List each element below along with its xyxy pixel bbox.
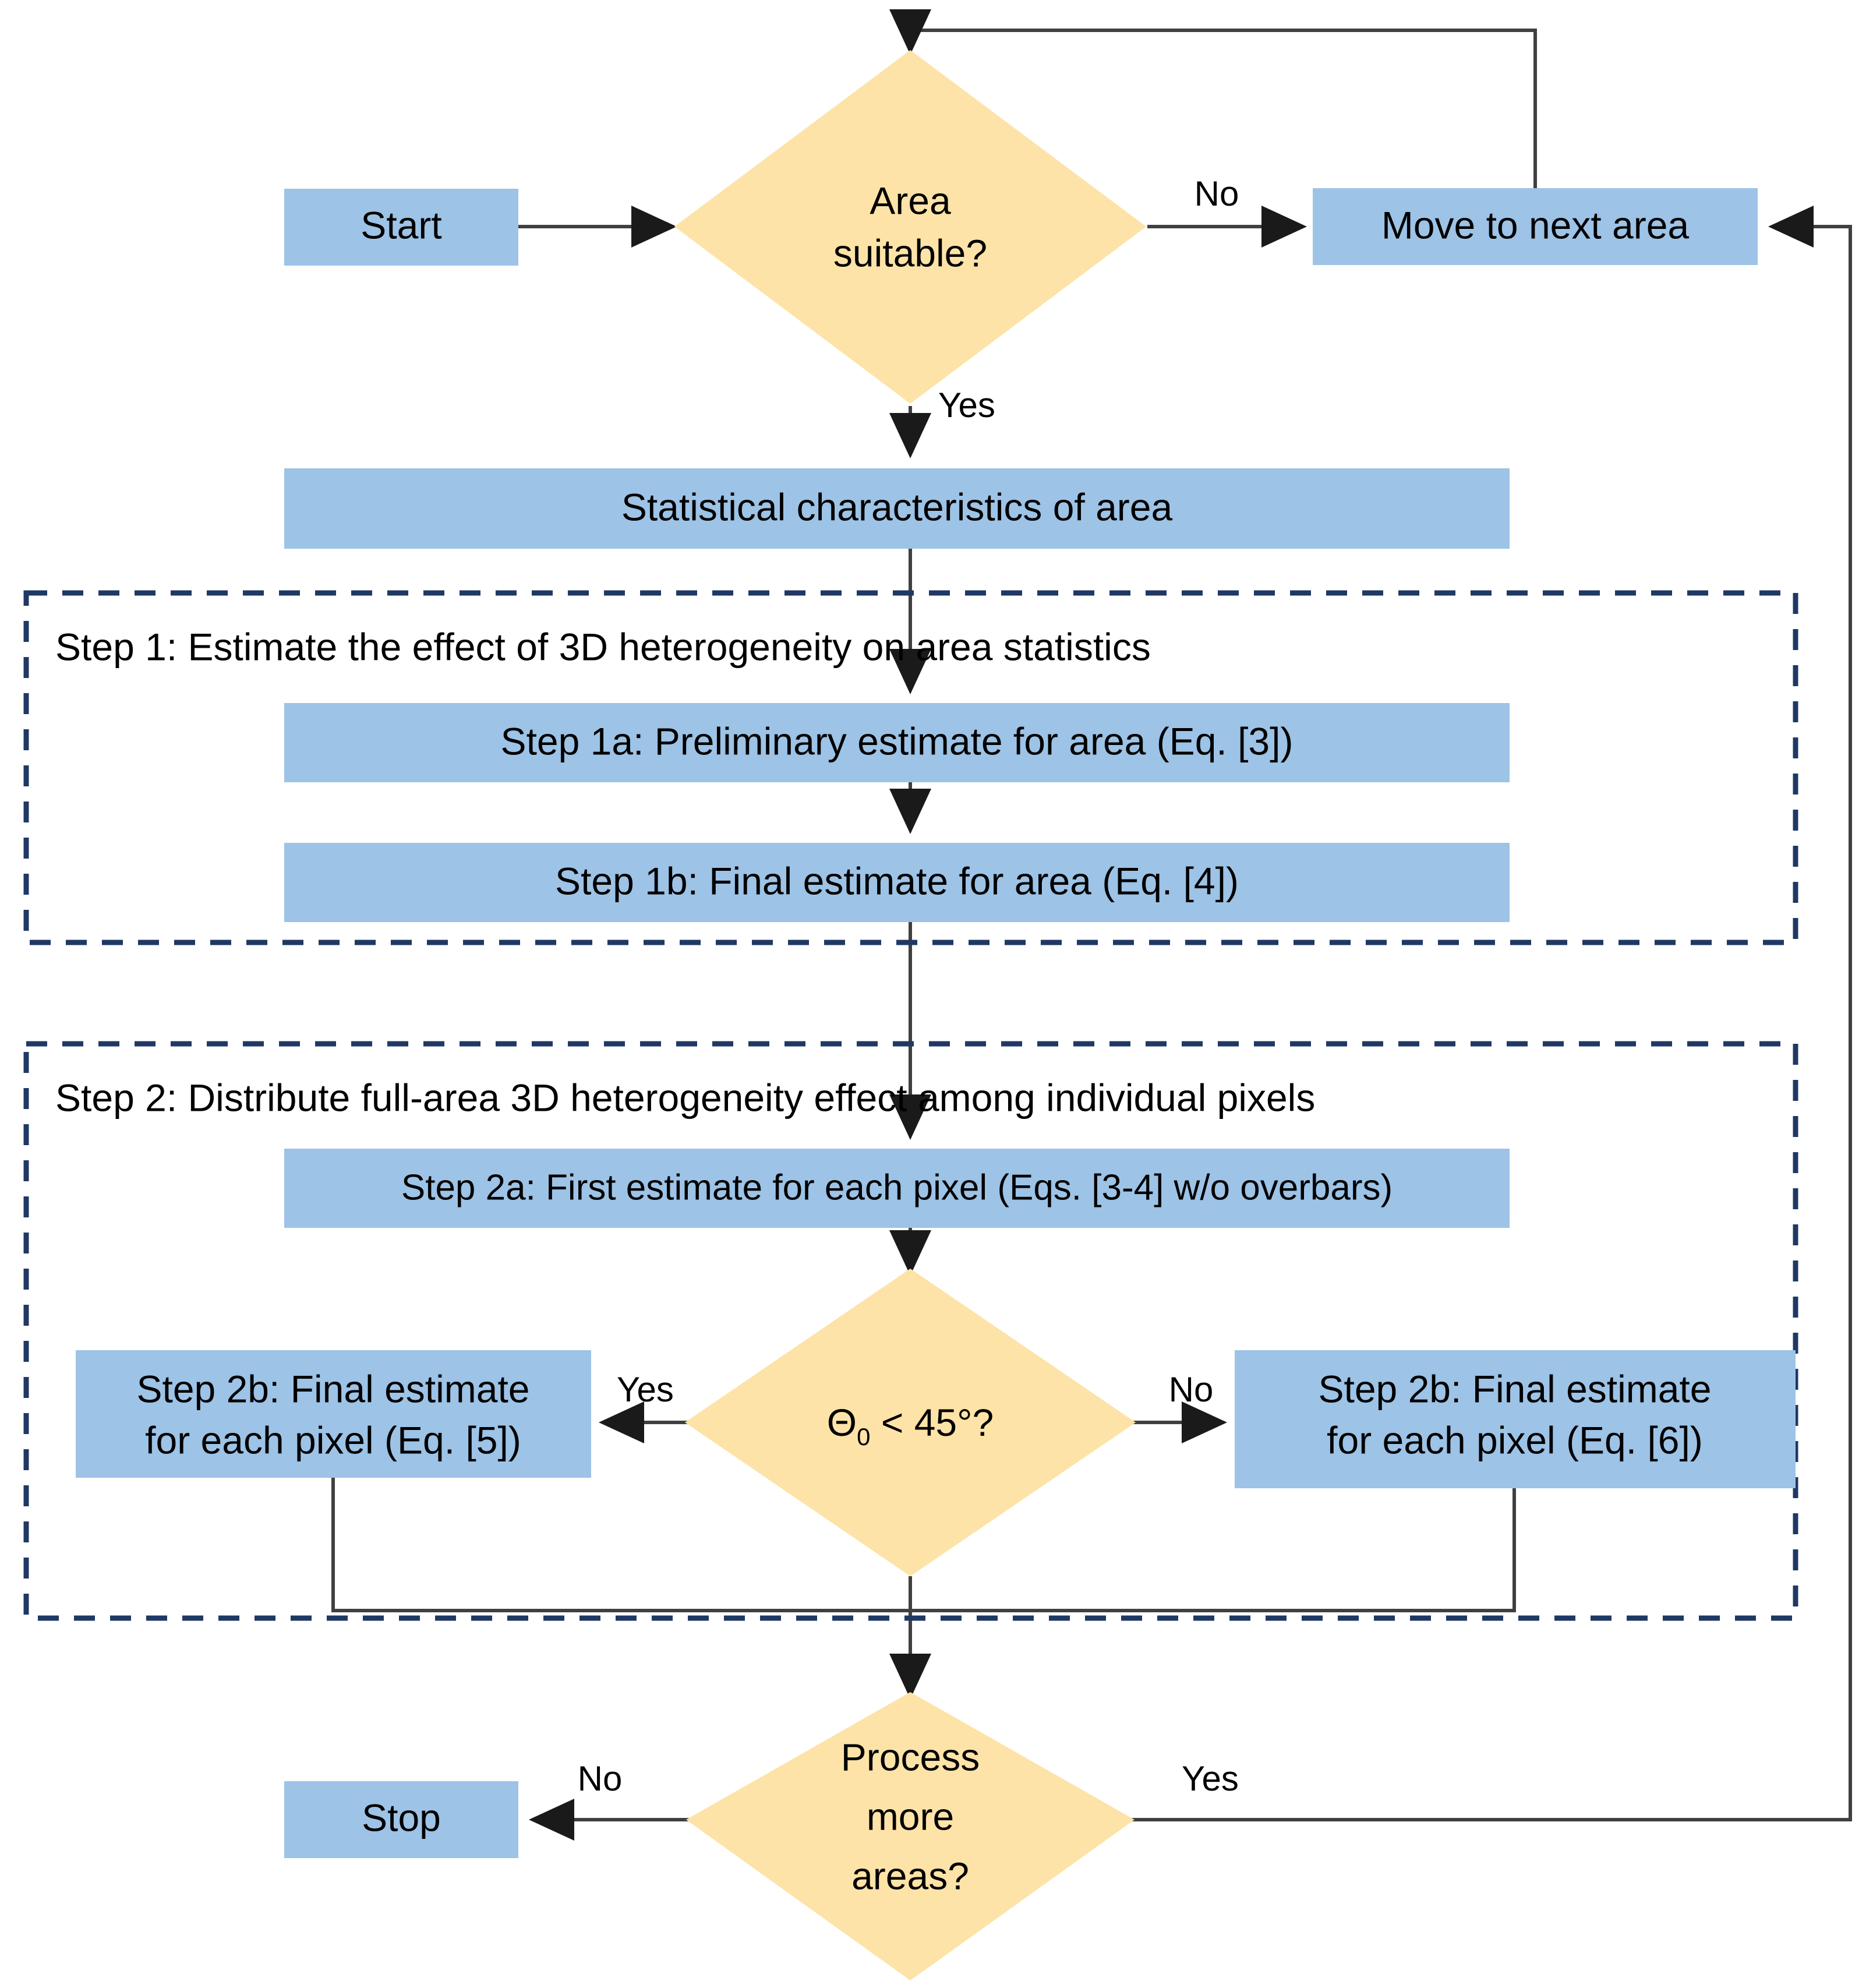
node-theta-decision[interactable]: Θ0 < 45°? bbox=[685, 1269, 1136, 1576]
node-step1a[interactable]: Step 1a: Preliminary estimate for area (… bbox=[284, 703, 1510, 782]
theta-decision-label: Θ0 < 45°? bbox=[827, 1401, 994, 1450]
node-start[interactable]: Start bbox=[284, 189, 518, 266]
node-stop[interactable]: Stop bbox=[284, 1781, 518, 1858]
process-more-areas-label-line1: Process bbox=[841, 1735, 980, 1778]
node-step2b-right[interactable]: Step 2b: Final estimate for each pixel (… bbox=[1235, 1350, 1796, 1488]
node-move-to-next-area[interactable]: Move to next area bbox=[1313, 188, 1758, 265]
step1b-label: Step 1b: Final estimate for area (Eq. [4… bbox=[555, 859, 1239, 902]
step2-group-box bbox=[23, 1041, 1798, 1621]
edge-label-area-suitable-no: No bbox=[1195, 174, 1239, 213]
area-suitable-diamond bbox=[674, 50, 1146, 404]
node-area-suitable[interactable]: Area suitable? bbox=[674, 50, 1146, 404]
step2a-label: Step 2a: First estimate for each pixel (… bbox=[401, 1167, 1393, 1207]
group-boxes bbox=[23, 590, 1798, 1621]
stop-box bbox=[284, 1781, 518, 1858]
area-suitable-label-line1: Area bbox=[870, 179, 951, 222]
step2b-right-box bbox=[1235, 1350, 1796, 1488]
edge-label-theta-no: No bbox=[1169, 1370, 1214, 1409]
step2b-right-label-line2: for each pixel (Eq. [6]) bbox=[1327, 1418, 1703, 1461]
node-step1b[interactable]: Step 1b: Final estimate for area (Eq. [4… bbox=[284, 843, 1510, 922]
step2b-left-box bbox=[76, 1350, 591, 1478]
theta-symbol: Θ bbox=[827, 1401, 857, 1444]
move-to-next-area-label: Move to next area bbox=[1381, 203, 1690, 246]
process-more-areas-label-line2: more bbox=[867, 1795, 954, 1838]
step1a-label: Step 1a: Preliminary estimate for area (… bbox=[501, 719, 1294, 762]
node-step2b-left[interactable]: Step 2b: Final estimate for each pixel (… bbox=[76, 1350, 591, 1478]
step1-group-box bbox=[23, 590, 1798, 945]
statistical-characteristics-box bbox=[284, 468, 1510, 549]
step2-group-label: Step 2: Distribute full-area 3D heteroge… bbox=[55, 1076, 1315, 1119]
stop-label: Stop bbox=[362, 1796, 441, 1839]
theta-subscript: 0 bbox=[857, 1423, 870, 1450]
statistical-characteristics-label: Statistical characteristics of area bbox=[621, 485, 1173, 528]
step2a-box bbox=[284, 1149, 1510, 1228]
edge-step2b-right-merge bbox=[910, 1488, 1516, 1612]
process-more-areas-diamond bbox=[686, 1692, 1135, 1980]
edge-label-process-more-no: No bbox=[578, 1759, 623, 1798]
step2b-left-label-line1: Step 2b: Final estimate bbox=[136, 1367, 529, 1410]
start-label: Start bbox=[361, 203, 441, 246]
step1a-box bbox=[284, 703, 1510, 782]
edge-labels: No Yes Yes No No Yes bbox=[578, 174, 1239, 1798]
process-more-areas-label-line3: areas? bbox=[851, 1854, 969, 1897]
theta-decision-diamond bbox=[685, 1269, 1136, 1576]
step2b-right-label-line1: Step 2b: Final estimate bbox=[1318, 1367, 1711, 1410]
edge-process-more-yes bbox=[1131, 206, 1852, 1821]
connectors: Move to next area --> Statistical charac… bbox=[331, 9, 1852, 1841]
edge-label-process-more-yes: Yes bbox=[1182, 1759, 1239, 1798]
step1-group-label: Step 1: Estimate the effect of 3D hetero… bbox=[55, 625, 1151, 668]
step1b-box bbox=[284, 843, 1510, 922]
node-statistical-characteristics[interactable]: Statistical characteristics of area bbox=[284, 468, 1510, 549]
step2b-left-label-line2: for each pixel (Eq. [5]) bbox=[145, 1418, 521, 1461]
edge-label-area-suitable-yes: Yes bbox=[938, 386, 995, 425]
node-process-more-areas[interactable]: Process more areas? bbox=[686, 1692, 1135, 1980]
area-suitable-label-line2: suitable? bbox=[833, 231, 987, 274]
edge-step2b-left-merge bbox=[331, 1478, 910, 1612]
edge-label-theta-yes: Yes bbox=[617, 1370, 674, 1409]
theta-condition: < 45°? bbox=[870, 1401, 994, 1444]
edge-move-next-area-loop bbox=[889, 9, 1537, 188]
move-to-next-area-box bbox=[1313, 188, 1758, 265]
node-step2a[interactable]: Step 2a: First estimate for each pixel (… bbox=[284, 1149, 1510, 1228]
start-box bbox=[284, 189, 518, 266]
